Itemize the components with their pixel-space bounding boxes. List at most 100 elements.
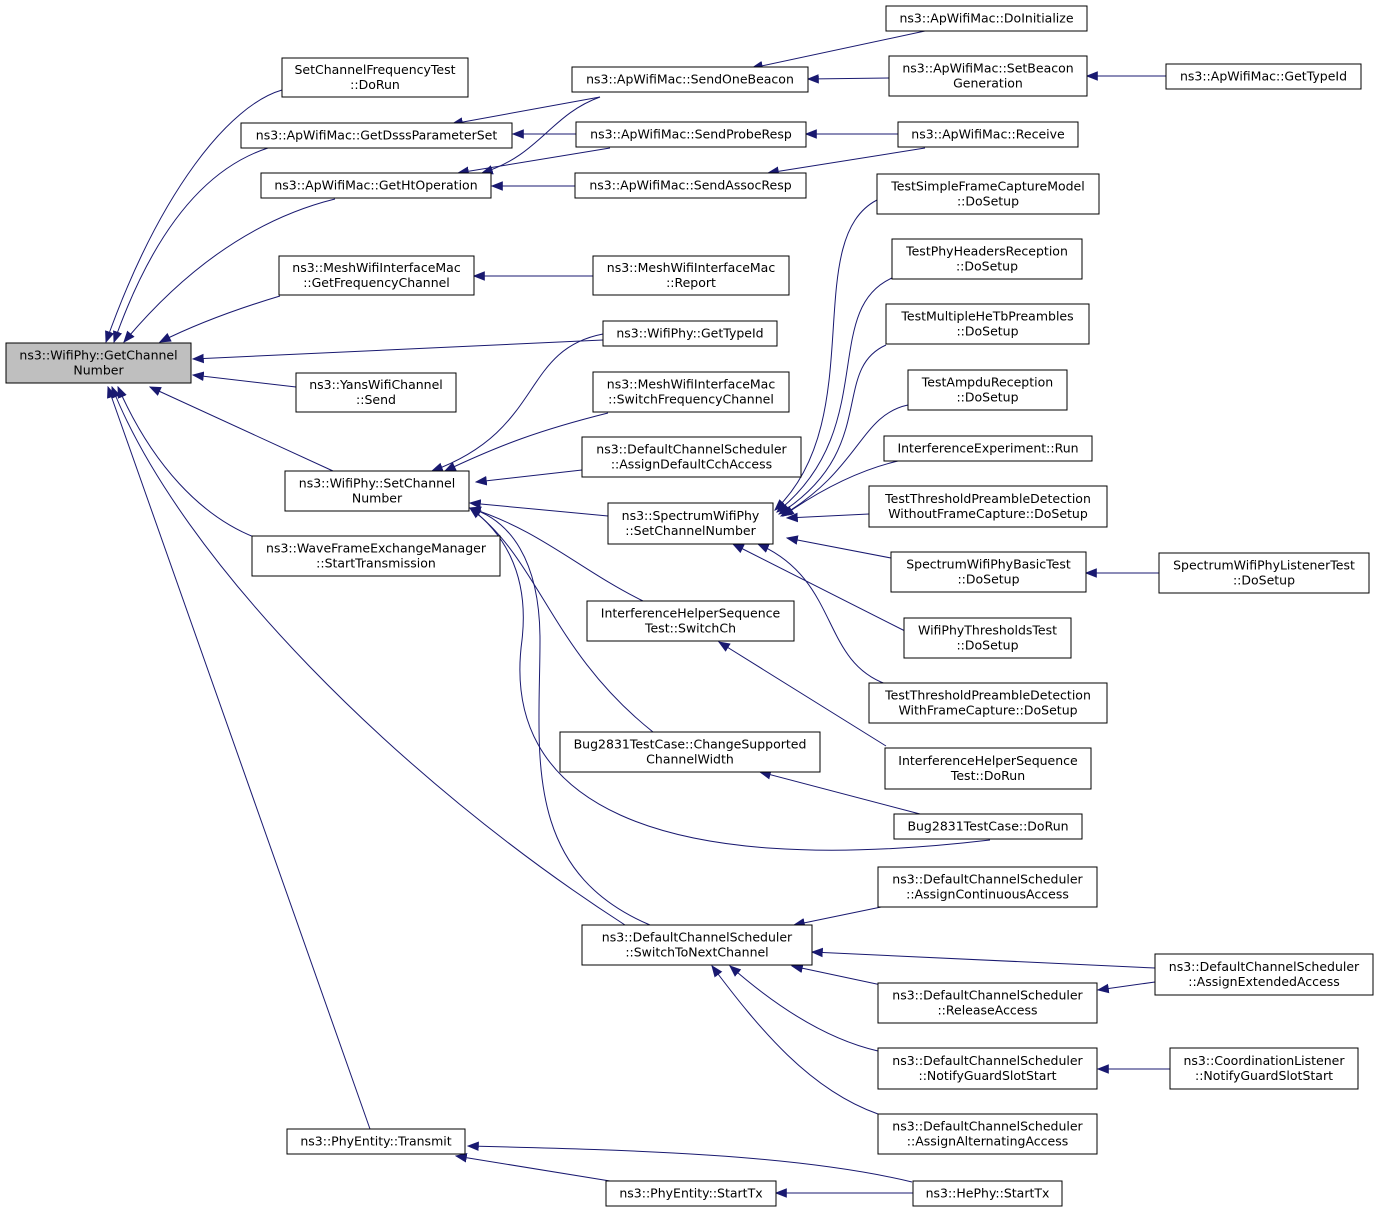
node-dcsaea[interactable]: ns3::DefaultChannelScheduler::AssignExte…	[1154, 953, 1374, 996]
node-wave[interactable]: ns3::WaveFrameExchangeManager::StartTran…	[251, 535, 501, 577]
node-dsss[interactable]: ns3::ApWifiMac::GetDsssParameterSet	[240, 122, 513, 149]
node-wptid[interactable]: ns3::WifiPhy::GetTypeId	[602, 320, 778, 347]
node-label: ::DoSetup	[956, 324, 1018, 339]
node-box	[260, 172, 492, 199]
edge-wptid-root	[191, 339, 604, 364]
node-box	[893, 813, 1083, 840]
edge-starttx-transmit	[454, 1152, 611, 1182]
edge-receive-sar	[766, 147, 926, 177]
edge-dcsstnc-root	[111, 385, 626, 926]
node-box	[605, 1180, 777, 1207]
node-label: ns3::ApWifiMac::SendAssocResp	[589, 178, 791, 193]
node-label: ns3::ApWifiMac::GetDsssParameterSet	[256, 128, 498, 143]
node-box	[575, 121, 807, 148]
node-dcsaca[interactable]: ns3::DefaultChannelScheduler::AssignCont…	[877, 866, 1098, 908]
node-dcsaaa[interactable]: ns3::DefaultChannelScheduler::AssignAlte…	[877, 1113, 1098, 1155]
node-box	[877, 1113, 1098, 1155]
edge-ttpdwo-swpscn	[785, 512, 870, 523]
node-wptt[interactable]: WifiPhyThresholdsTest::DoSetup	[903, 617, 1072, 659]
node-box	[5, 342, 192, 384]
node-sar[interactable]: ns3::ApWifiMac::SendAssocResp	[574, 172, 807, 199]
node-ierun[interactable]: InterferenceExperiment::Run	[883, 435, 1093, 462]
node-box	[581, 436, 802, 478]
node-swplt[interactable]: SpectrumWifiPhyListenerTest::DoSetup	[1158, 552, 1370, 594]
node-receive[interactable]: ns3::ApWifiMac::Receive	[897, 121, 1079, 148]
node-starttx[interactable]: ns3::PhyEntity::StartTx	[605, 1180, 777, 1207]
node-label: InterferenceHelperSequence	[898, 753, 1078, 768]
node-label: ns3::DefaultChannelScheduler	[1169, 959, 1360, 974]
node-box	[574, 172, 807, 199]
node-box	[284, 470, 470, 512]
node-meshrep[interactable]: ns3::MeshWifiInterfaceMac::Report	[592, 255, 790, 296]
edge-dcsaca-dcsstnc	[792, 905, 887, 928]
node-tsfcm[interactable]: TestSimpleFrameCaptureModel::DoSetup	[876, 173, 1100, 215]
node-label: InterferenceExperiment::Run	[897, 441, 1078, 456]
node-spr[interactable]: ns3::ApWifiMac::SendProbeResp	[575, 121, 807, 148]
edge-dcsaaa-dcsstnc	[711, 965, 879, 1115]
node-label: ::ReleaseAccess	[937, 1003, 1037, 1018]
node-label: ::AssignContinuousAccess	[906, 887, 1069, 902]
node-hestarttx[interactable]: ns3::HePhy::StartTx	[912, 1180, 1063, 1207]
node-box	[884, 747, 1092, 790]
edge-setbeacon-sob	[806, 74, 890, 84]
node-doinit[interactable]: ns3::ApWifiMac::DoInitialize	[885, 5, 1088, 32]
node-dcsra[interactable]: ns3::DefaultChannelScheduler::ReleaseAcc…	[877, 982, 1098, 1024]
node-meshgfc[interactable]: ns3::MeshWifiInterfaceMac::GetFrequencyC…	[278, 255, 475, 296]
node-box	[278, 255, 475, 296]
node-swpscn[interactable]: ns3::SpectrumWifiPhy::SetChannelNumber	[607, 502, 774, 545]
node-box	[240, 122, 513, 149]
node-label: ::NotifyGuardSlotStart	[919, 1068, 1057, 1083]
node-meshsfc[interactable]: ns3::MeshWifiInterfaceMac::SwitchFrequen…	[592, 371, 790, 413]
node-label: Test::DoRun	[950, 768, 1025, 783]
node-htop[interactable]: ns3::ApWifiMac::GetHtOperation	[260, 172, 492, 199]
node-tmhtp[interactable]: TestMultipleHeTbPreambles::DoSetup	[885, 303, 1090, 345]
node-ttpdwo[interactable]: TestThresholdPreambleDetectionWithoutFra…	[868, 485, 1108, 528]
node-sob[interactable]: ns3::ApWifiMac::SendOneBeacon	[571, 66, 809, 93]
node-label: Test::SwitchCh	[644, 621, 736, 636]
node-swpbt[interactable]: SpectrumWifiPhyBasicTest::DoSetup	[890, 551, 1087, 593]
node-label: ::DoSetup	[1233, 573, 1295, 588]
node-ttpdw[interactable]: TestThresholdPreambleDetectionWithFrameC…	[868, 682, 1108, 724]
node-tphr[interactable]: TestPhyHeadersReception::DoSetup	[891, 238, 1083, 280]
edge-bugcsc-setch	[469, 507, 654, 733]
edge-yans-root	[191, 371, 297, 388]
node-bugrun[interactable]: Bug2831TestCase::DoRun	[893, 813, 1083, 840]
node-yans[interactable]: ns3::YansWifiChannel::Send	[295, 372, 457, 413]
node-label: ns3::ApWifiMac::SendProbeResp	[590, 127, 792, 142]
node-box	[581, 924, 813, 966]
node-clngss[interactable]: ns3::CoordinationListener::NotifyGuardSl…	[1169, 1047, 1359, 1090]
node-dcsstnc[interactable]: ns3::DefaultChannelScheduler::SwitchToNe…	[581, 924, 813, 966]
node-label: ns3::DefaultChannelScheduler	[892, 988, 1083, 1003]
node-label: ns3::ApWifiMac::SendOneBeacon	[586, 72, 794, 87]
node-scft[interactable]: SetChannelFrequencyTest::DoRun	[281, 57, 469, 98]
node-label: ns3::CoordinationListener	[1184, 1053, 1346, 1068]
edge-swpscn-setch	[468, 499, 609, 517]
node-label: ns3::ApWifiMac::GetTypeId	[1180, 69, 1347, 84]
edge-tphr-swpscn	[776, 277, 893, 513]
edge-ihsrun-ihsswitch	[717, 641, 887, 747]
node-transmit[interactable]: ns3::PhyEntity::Transmit	[286, 1128, 466, 1155]
node-label: ns3::MeshWifiInterfaceMac	[607, 260, 776, 275]
node-box	[286, 1128, 466, 1155]
node-setch[interactable]: ns3::WifiPhy::SetChannelNumber	[284, 470, 470, 512]
node-dcsadcch[interactable]: ns3::DefaultChannelScheduler::AssignDefa…	[581, 436, 802, 478]
node-label: ::Send	[356, 392, 396, 407]
node-bugcsc[interactable]: Bug2831TestCase::ChangeSupportedChannelW…	[559, 731, 821, 773]
node-dcsngss[interactable]: ns3::DefaultChannelScheduler::NotifyGuar…	[877, 1047, 1098, 1090]
edge-bugrun-bugcsc	[758, 770, 921, 815]
node-box	[586, 600, 795, 642]
node-tampdu[interactable]: TestAmpduReception::DoSetup	[907, 369, 1068, 411]
node-box	[607, 502, 774, 545]
edge-sob-dsss	[450, 96, 601, 127]
node-label: TestMultipleHeTbPreambles	[900, 309, 1073, 324]
node-label: ns3::DefaultChannelScheduler	[892, 1119, 1083, 1134]
node-box	[891, 238, 1083, 280]
node-label: ::DoSetup	[957, 194, 1019, 209]
node-label: WifiPhyThresholdsTest	[918, 623, 1057, 638]
node-aptid[interactable]: ns3::ApWifiMac::GetTypeId	[1165, 63, 1362, 90]
